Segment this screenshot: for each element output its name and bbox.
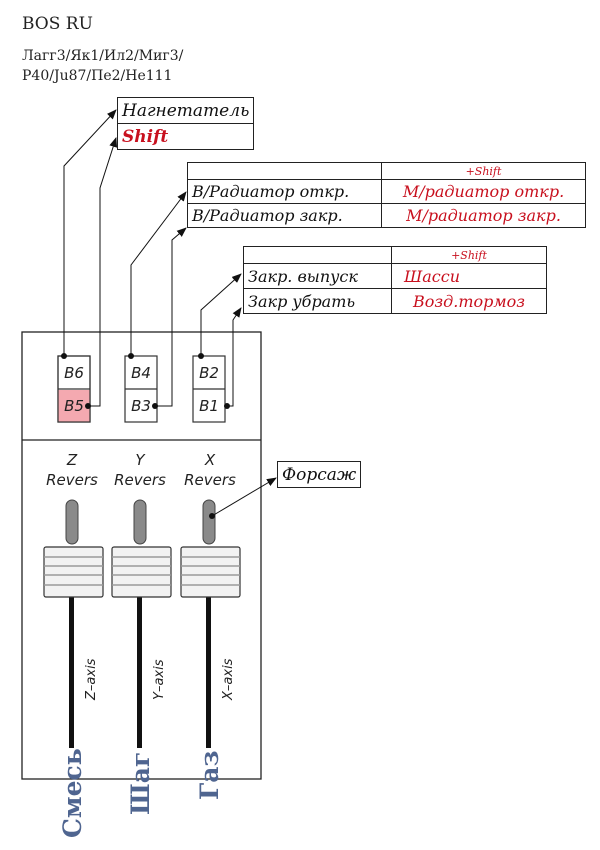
axis-revers-y: Revers (114, 471, 166, 489)
axis-head-y: Y Revers (105, 450, 175, 490)
axis-letter-x: X (204, 451, 216, 469)
aircraft-list-line-1: Лагг3/Як1/Ил2/Миг3/ (22, 48, 184, 64)
slider-knob-z[interactable] (43, 546, 104, 598)
button-b3[interactable]: B3 (131, 397, 151, 415)
supercharger-shift-label: Shift (116, 123, 255, 150)
afterburner-label: Форсаж (276, 461, 362, 488)
axis-revers-x: Revers (184, 471, 236, 489)
supercharger-box: Нагнетатель Shift (116, 97, 255, 150)
slider-knob-x[interactable] (180, 546, 241, 598)
button-b2[interactable]: B2 (199, 363, 219, 382)
radiator-shift-header: +Shift (381, 162, 586, 180)
gear-down-shift: Шасси (391, 263, 547, 289)
connector-b3-radiator-closed (155, 227, 187, 407)
slider-knob-y[interactable] (111, 546, 172, 598)
gear-up-label: Закр убрать (243, 288, 392, 314)
axis-letter-z: Z (66, 451, 78, 469)
axis-label-z: Z–axis (84, 658, 99, 700)
axis-label-y: Y–axis (152, 659, 167, 701)
supercharger-label: Нагнетатель (116, 97, 255, 124)
button-b4[interactable]: B4 (131, 363, 151, 382)
slider-name-pitch: Шаг (126, 751, 155, 815)
axis-head-x: X Revers (175, 450, 245, 490)
button-b5[interactable]: B5 (64, 397, 84, 415)
gear-down-label: Закр. выпуск (243, 263, 392, 289)
slider-track-x (206, 560, 211, 748)
axis-label-x: X–axis (221, 658, 236, 700)
radiator-closed-shift: М/радиатор закр. (381, 203, 586, 228)
aircraft-list: Лагг3/Як1/Ил2/Миг3/ P40/Ju87/Пе2/He111 (22, 46, 183, 86)
button-b1[interactable]: B1 (199, 397, 219, 415)
radiator-open-shift: М/радиатор откр. (381, 179, 586, 204)
connector-b2-gear-down (200, 273, 242, 356)
radiator-box: +Shift В/Радиатор откр. М/радиатор откр.… (187, 162, 586, 228)
b5-highlight (58, 390, 90, 422)
revers-bump-x (202, 499, 216, 545)
axis-revers-z: Revers (46, 471, 98, 489)
connector-b5-shift (88, 137, 118, 407)
page-title: BOS RU (22, 14, 93, 34)
gear-shift-header: +Shift (391, 246, 547, 264)
radiator-open-label: В/Радиатор откр. (187, 179, 382, 204)
button-b6[interactable]: B6 (64, 363, 84, 382)
afterburner-box: Форсаж (276, 461, 362, 488)
axis-letter-y: Y (135, 451, 145, 469)
controller-body (21, 331, 262, 780)
radiator-closed-label: В/Радиатор закр. (187, 203, 382, 228)
slider-name-throttle: Газ (195, 750, 224, 800)
slider-track-y (137, 560, 142, 748)
connector-x-afterburner (211, 477, 277, 517)
slider-name-mixture: Смесь (58, 748, 87, 838)
connector-b1-gear-up (227, 307, 242, 407)
aircraft-list-line-2: P40/Ju87/Пе2/He111 (22, 68, 173, 84)
revers-bump-z (65, 499, 79, 545)
slider-track-z (69, 560, 74, 748)
axis-head-z: Z Revers (37, 450, 107, 490)
gear-up-shift: Возд.тормоз (391, 288, 547, 314)
revers-bump-y (133, 499, 147, 545)
connector-b6-supercharger (63, 109, 117, 356)
gear-box: +Shift Закр. выпуск Шасси Закр убрать Во… (243, 246, 547, 314)
connector-b4-radiator-open (130, 191, 187, 356)
